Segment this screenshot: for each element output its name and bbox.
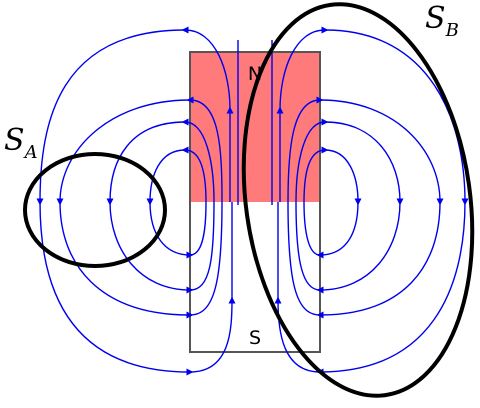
field-line-right-3 xyxy=(295,118,404,294)
field-line-right-outer xyxy=(274,26,469,376)
field-line-left-4 xyxy=(146,146,207,259)
field-line-right-2 xyxy=(287,96,444,319)
field-line-left-outer xyxy=(36,26,236,376)
south-label: S xyxy=(249,327,261,349)
surface-a-ellipse xyxy=(23,152,167,268)
surface-a-label: SA xyxy=(4,123,38,163)
surface-b-label: SB xyxy=(425,1,459,41)
surface-b-ellipse xyxy=(241,2,475,398)
field-line-left-2 xyxy=(56,96,223,319)
field-line-left-3 xyxy=(106,118,215,294)
field-line-right-4 xyxy=(303,146,362,259)
